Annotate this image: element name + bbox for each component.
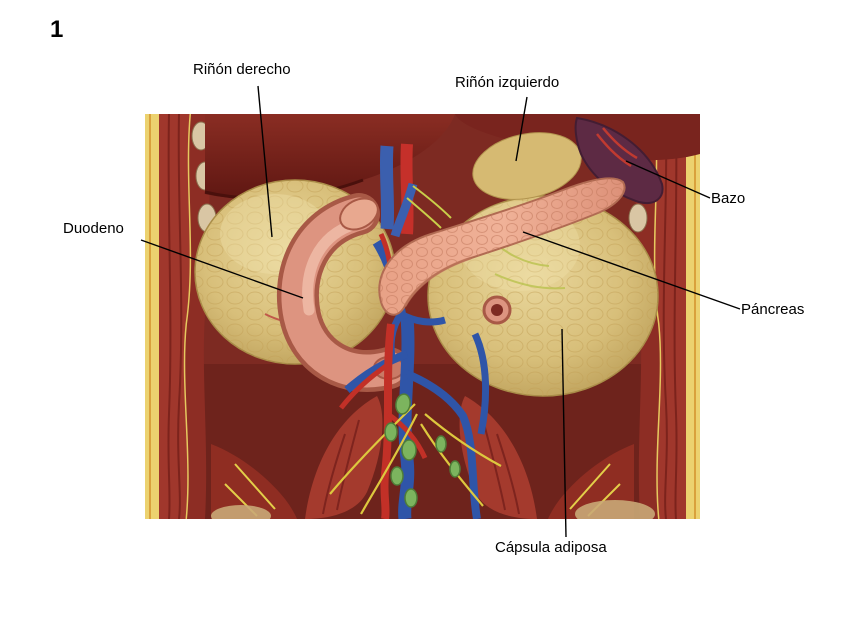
great-vessels-upper: [379, 143, 452, 238]
duodenum-shape: [276, 193, 410, 392]
label-rinon-izquierdo: Riñón izquierdo: [455, 74, 560, 91]
label-rinon-derecho: Riñón derecho: [193, 61, 291, 78]
pancreas-shape: [378, 177, 626, 316]
label-bazo: Bazo: [711, 190, 746, 207]
anatomy-art: [145, 114, 700, 519]
body-wall-left: [145, 114, 217, 519]
figure-number: 1: [50, 16, 64, 43]
label-capsula-adiposa: Cápsula adiposa: [495, 539, 607, 556]
psoas-muscles: [211, 396, 655, 519]
cut-vessel: [482, 295, 512, 325]
label-duodeno: Duodeno: [63, 220, 124, 237]
anatomy-illustration: [145, 114, 700, 519]
lower-vessels: [329, 317, 502, 519]
label-pancreas: Páncreas: [741, 301, 805, 318]
lymph-nodes: [384, 393, 461, 508]
